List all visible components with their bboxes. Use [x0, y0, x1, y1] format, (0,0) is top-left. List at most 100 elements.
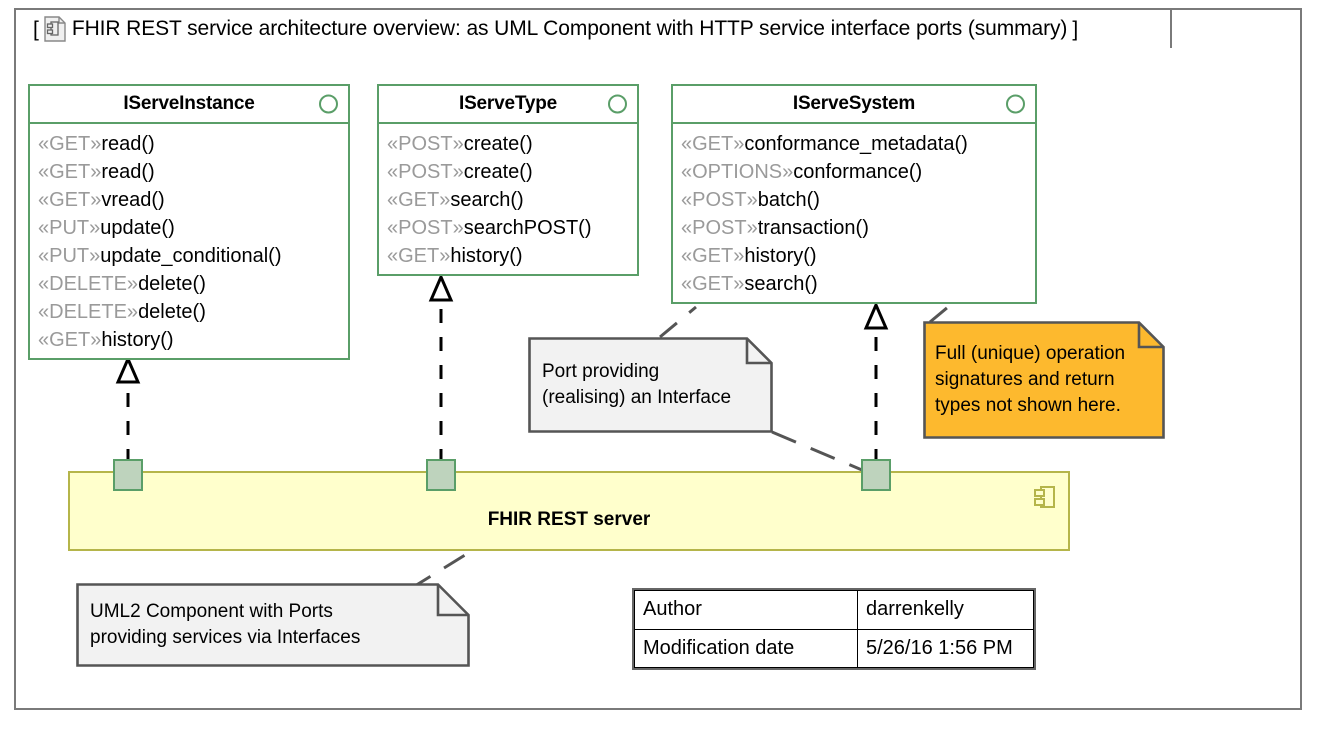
operation-row: «DELETE»delete() [38, 270, 348, 298]
interface-iservesystem[interactable]: IServeSystem «GET»conformance_metadata()… [671, 84, 1037, 304]
operation-row: «POST»create() [387, 130, 637, 158]
operation-stereotype: «GET» [387, 189, 451, 211]
operation-name: create() [463, 133, 533, 155]
operation-stereotype: «GET» [387, 245, 451, 267]
operation-stereotype: «GET» [38, 189, 102, 211]
operation-name: update() [100, 217, 175, 239]
interface-operations: «POST»create() «POST»create() «GET»searc… [379, 124, 637, 278]
operation-stereotype: «GET» [681, 245, 745, 267]
operation-row: «PUT»update() [38, 214, 348, 242]
uml-document-icon [44, 16, 66, 42]
provided-interface-ball-icon [319, 94, 338, 114]
operation-stereotype: «PUT» [38, 217, 101, 239]
operation-row: «POST»batch() [681, 186, 1035, 214]
operation-name: search() [450, 189, 524, 211]
note-line: Full (unique) operation [935, 343, 1126, 364]
operation-stereotype: «GET» [681, 273, 745, 295]
note-line: providing services via Interfaces [90, 627, 361, 648]
provided-interface-ball-icon [1006, 94, 1025, 114]
note-text: Full (unique) operation signatures and r… [935, 321, 1155, 439]
note-text: Port providing (realising) an Interface [542, 337, 763, 433]
interface-header: IServeSystem [673, 86, 1035, 124]
port-iserveinstance[interactable] [113, 459, 143, 491]
component-fhir-rest-server[interactable]: FHIR REST server [68, 471, 1070, 551]
operation-stereotype: «POST» [681, 217, 758, 239]
operation-name: create() [463, 161, 533, 183]
note-line: types not shown here. [935, 395, 1121, 416]
operation-name: transaction() [757, 217, 869, 239]
note-line: (realising) an Interface [542, 387, 732, 408]
table-row: Author darrenkelly [634, 590, 1034, 630]
operation-name: history() [101, 329, 174, 351]
operation-stereotype: «PUT» [38, 245, 101, 267]
operation-row: «GET»read() [38, 158, 348, 186]
operation-name: delete() [138, 301, 206, 323]
operation-stereotype: «GET» [681, 133, 745, 155]
component-label: FHIR REST server [487, 509, 651, 530]
interface-header: IServeInstance [30, 86, 348, 124]
operation-row: «POST»transaction() [681, 214, 1035, 242]
operation-stereotype: «POST» [681, 189, 758, 211]
operation-row: «POST»create() [387, 158, 637, 186]
port-iservetype[interactable] [426, 459, 456, 491]
operation-stereotype: «POST» [387, 133, 464, 155]
operation-row: «POST»searchPOST() [387, 214, 637, 242]
operation-row: «GET»search() [387, 186, 637, 214]
note-port-interface[interactable]: Port providing (realising) an Interface [528, 337, 773, 433]
operation-row: «OPTIONS»conformance() [681, 158, 1035, 186]
operation-stereotype: «DELETE» [38, 301, 139, 323]
table-cell-value: 5/26/16 1:56 PM [857, 628, 1034, 668]
operation-name: search() [744, 273, 818, 295]
operation-stereotype: «GET» [38, 161, 102, 183]
operation-row: «GET»read() [38, 130, 348, 158]
operation-row: «GET»search() [681, 270, 1035, 298]
operation-row: «GET»history() [681, 242, 1035, 270]
operation-stereotype: «OPTIONS» [681, 161, 794, 183]
operation-name: history() [744, 245, 817, 267]
provided-interface-ball-icon [608, 94, 627, 114]
operation-name: searchPOST() [463, 217, 592, 239]
title-open-bracket: [ [33, 17, 39, 41]
operation-row: «GET»conformance_metadata() [681, 130, 1035, 158]
title-close-bracket: ] [1072, 17, 1079, 41]
note-line: UML2 Component with Ports [90, 601, 333, 622]
operation-name: read() [101, 133, 155, 155]
operation-stereotype: «POST» [387, 217, 464, 239]
operation-name: conformance() [793, 161, 923, 183]
operation-stereotype: «POST» [387, 161, 464, 183]
interface-header: IServeType [379, 86, 637, 124]
operation-name: vread() [101, 189, 165, 211]
port-iservesystem[interactable] [861, 459, 891, 491]
interface-iserveinstance[interactable]: IServeInstance «GET»read() «GET»read() «… [28, 84, 350, 360]
diagram-frame-title: [ FHIR REST service architecture overvie… [14, 8, 1172, 48]
note-line: Port providing [542, 361, 660, 382]
note-text: UML2 Component with Ports providing serv… [90, 583, 460, 667]
operation-row: «DELETE»delete() [38, 298, 348, 326]
operation-stereotype: «DELETE» [38, 273, 139, 295]
operation-stereotype: «GET» [38, 329, 102, 351]
table-row: Modification date 5/26/16 1:56 PM [634, 628, 1034, 668]
note-component-ports[interactable]: UML2 Component with Ports providing serv… [76, 583, 470, 667]
table-cell-value: darrenkelly [857, 590, 1034, 630]
interface-operations: «GET»read() «GET»read() «GET»vread() «PU… [30, 124, 348, 362]
operation-stereotype: «GET» [38, 133, 102, 155]
operation-name: batch() [757, 189, 820, 211]
operation-name: history() [450, 245, 523, 267]
note-signatures[interactable]: Full (unique) operation signatures and r… [923, 321, 1165, 439]
uml-component-icon [1034, 485, 1056, 509]
interface-name: IServeInstance [123, 93, 255, 114]
operation-name: conformance_metadata() [744, 133, 968, 155]
interface-name: IServeSystem [792, 93, 916, 114]
table-cell-key: Author [634, 590, 858, 630]
diagram-title-text: FHIR REST service architecture overview:… [71, 17, 1068, 40]
interface-iservetype[interactable]: IServeType «POST»create() «POST»create()… [377, 84, 639, 276]
operation-row: «GET»history() [387, 242, 637, 270]
diagram-info-table: Author darrenkelly Modification date 5/2… [632, 588, 1036, 670]
operation-row: «PUT»update_conditional() [38, 242, 348, 270]
table-cell-key: Modification date [634, 628, 858, 668]
note-line: signatures and return [935, 369, 1115, 390]
interface-operations: «GET»conformance_metadata() «OPTIONS»con… [673, 124, 1035, 306]
interface-name: IServeType [459, 93, 557, 114]
operation-name: update_conditional() [100, 245, 282, 267]
